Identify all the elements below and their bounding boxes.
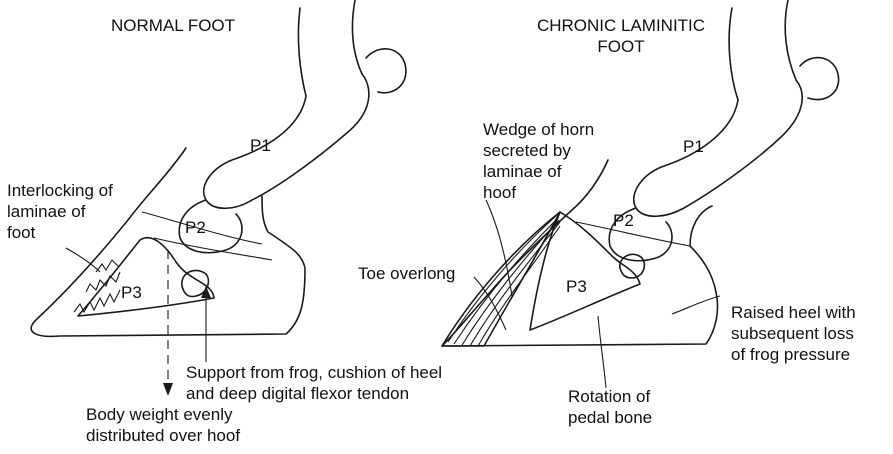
normal-p1-label: P1 [250, 135, 271, 156]
laminitic-foot-title: CHRONIC LAMINITIC FOOT [510, 15, 732, 57]
laminitic-p1-bone [634, 80, 802, 216]
normal-cannon-bone [298, 8, 306, 96]
rotation-label: Rotation of pedal bone [568, 386, 652, 428]
normal-foot-title: NORMAL FOOT [111, 15, 235, 36]
laminitic-navicular [620, 254, 645, 278]
laminitic-sesamoid [800, 58, 839, 100]
laminitic-p3-label: P3 [566, 276, 587, 297]
interlocking-laminae-label: Interlocking of laminae of foot [7, 180, 113, 243]
normal-laminae [74, 260, 120, 312]
body-weight-arrowhead [163, 383, 173, 396]
support-label: Support from frog, cushion of heel and d… [186, 362, 442, 404]
normal-p2-label: P2 [185, 217, 206, 238]
laminitic-p1-label: P1 [683, 136, 704, 157]
toe-overlong-label: Toe overlong [358, 263, 455, 284]
normal-p3-label: P3 [121, 282, 142, 303]
body-weight-label: Body weight evenly distributed over hoof [86, 404, 240, 446]
normal-sesamoid [366, 49, 406, 93]
horn-wedge-label: Wedge of horn secreted by laminae of hoo… [483, 119, 594, 203]
raised-heel-label: Raised heel with subsequent loss of frog… [731, 302, 856, 365]
normal-p1-bone [204, 74, 369, 208]
laminitic-p2-label: P2 [613, 210, 634, 231]
